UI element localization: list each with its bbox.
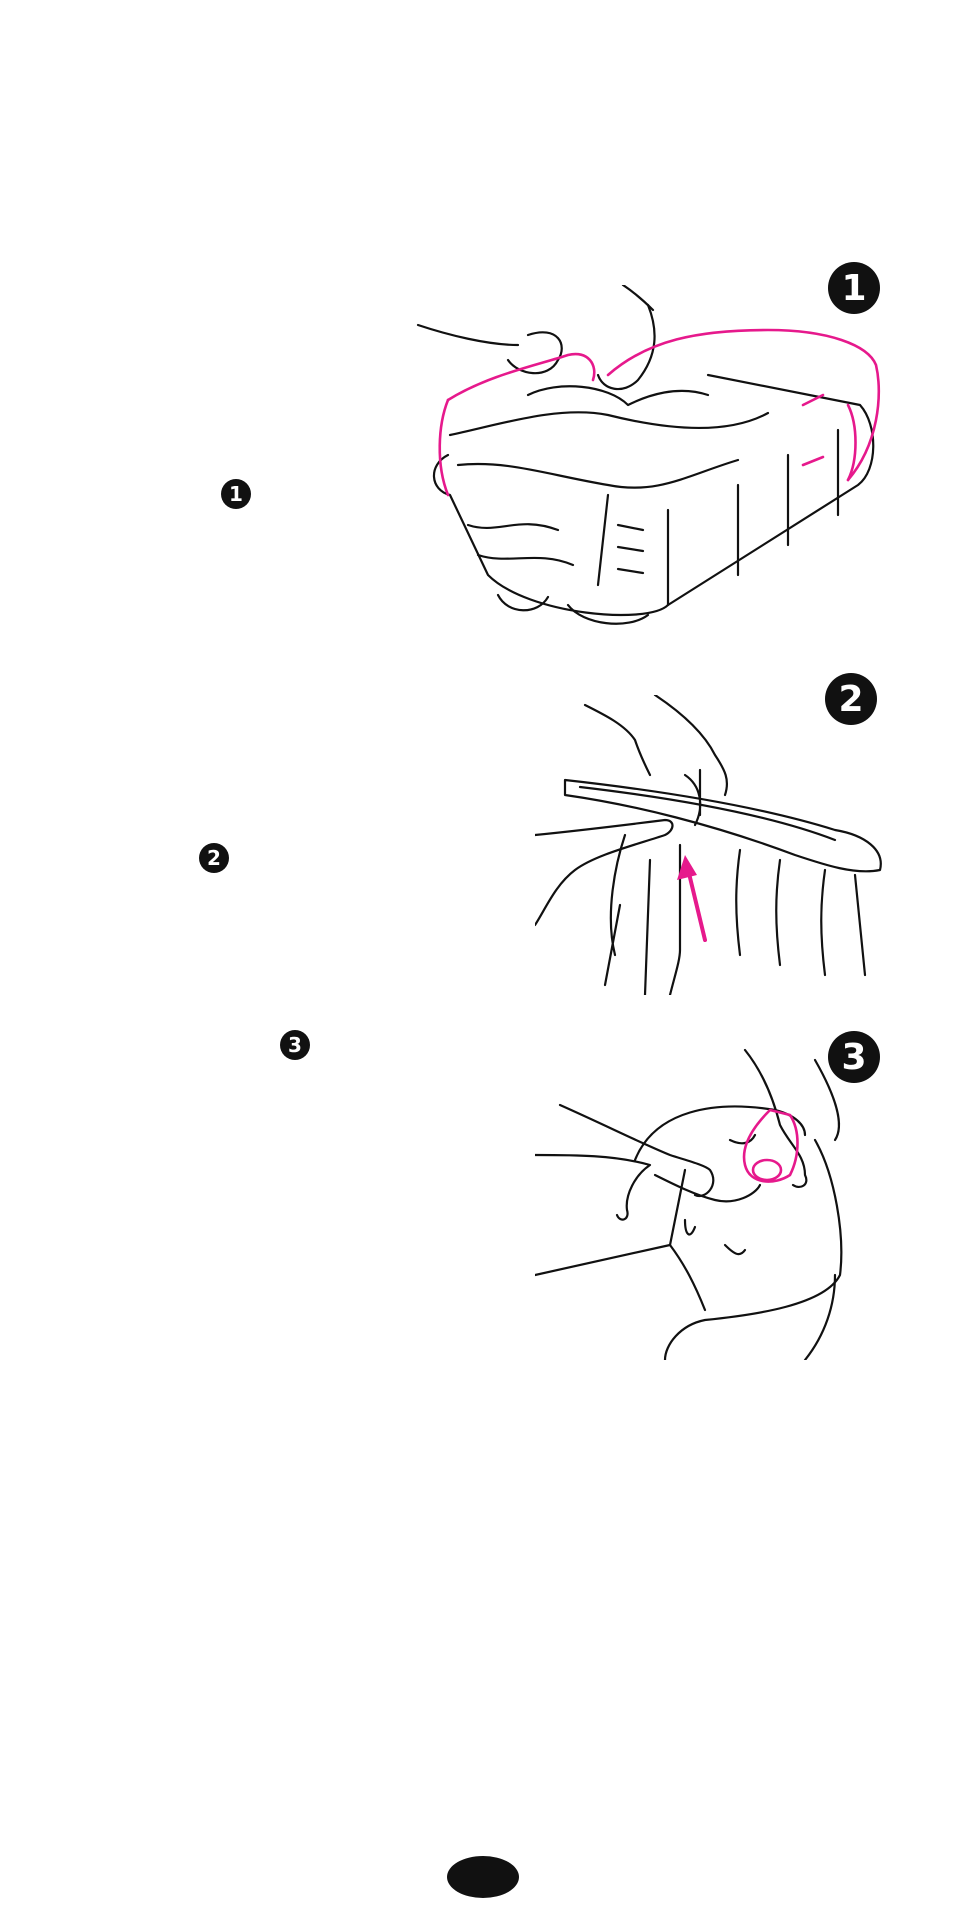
step-3-inline-marker: 3 xyxy=(280,1030,310,1060)
step-2-inline-marker: 2 xyxy=(199,843,229,873)
figure-step-2 xyxy=(535,695,895,995)
pad-removal-icon xyxy=(535,1045,875,1360)
seat-cover-removal-icon xyxy=(408,285,892,635)
figure-step-3 xyxy=(535,1045,875,1360)
figure-step-1 xyxy=(408,285,892,635)
strap-threading-icon xyxy=(535,695,895,995)
step-1-inline-marker: 1 xyxy=(221,479,251,509)
page-number-oval xyxy=(447,1856,519,1898)
